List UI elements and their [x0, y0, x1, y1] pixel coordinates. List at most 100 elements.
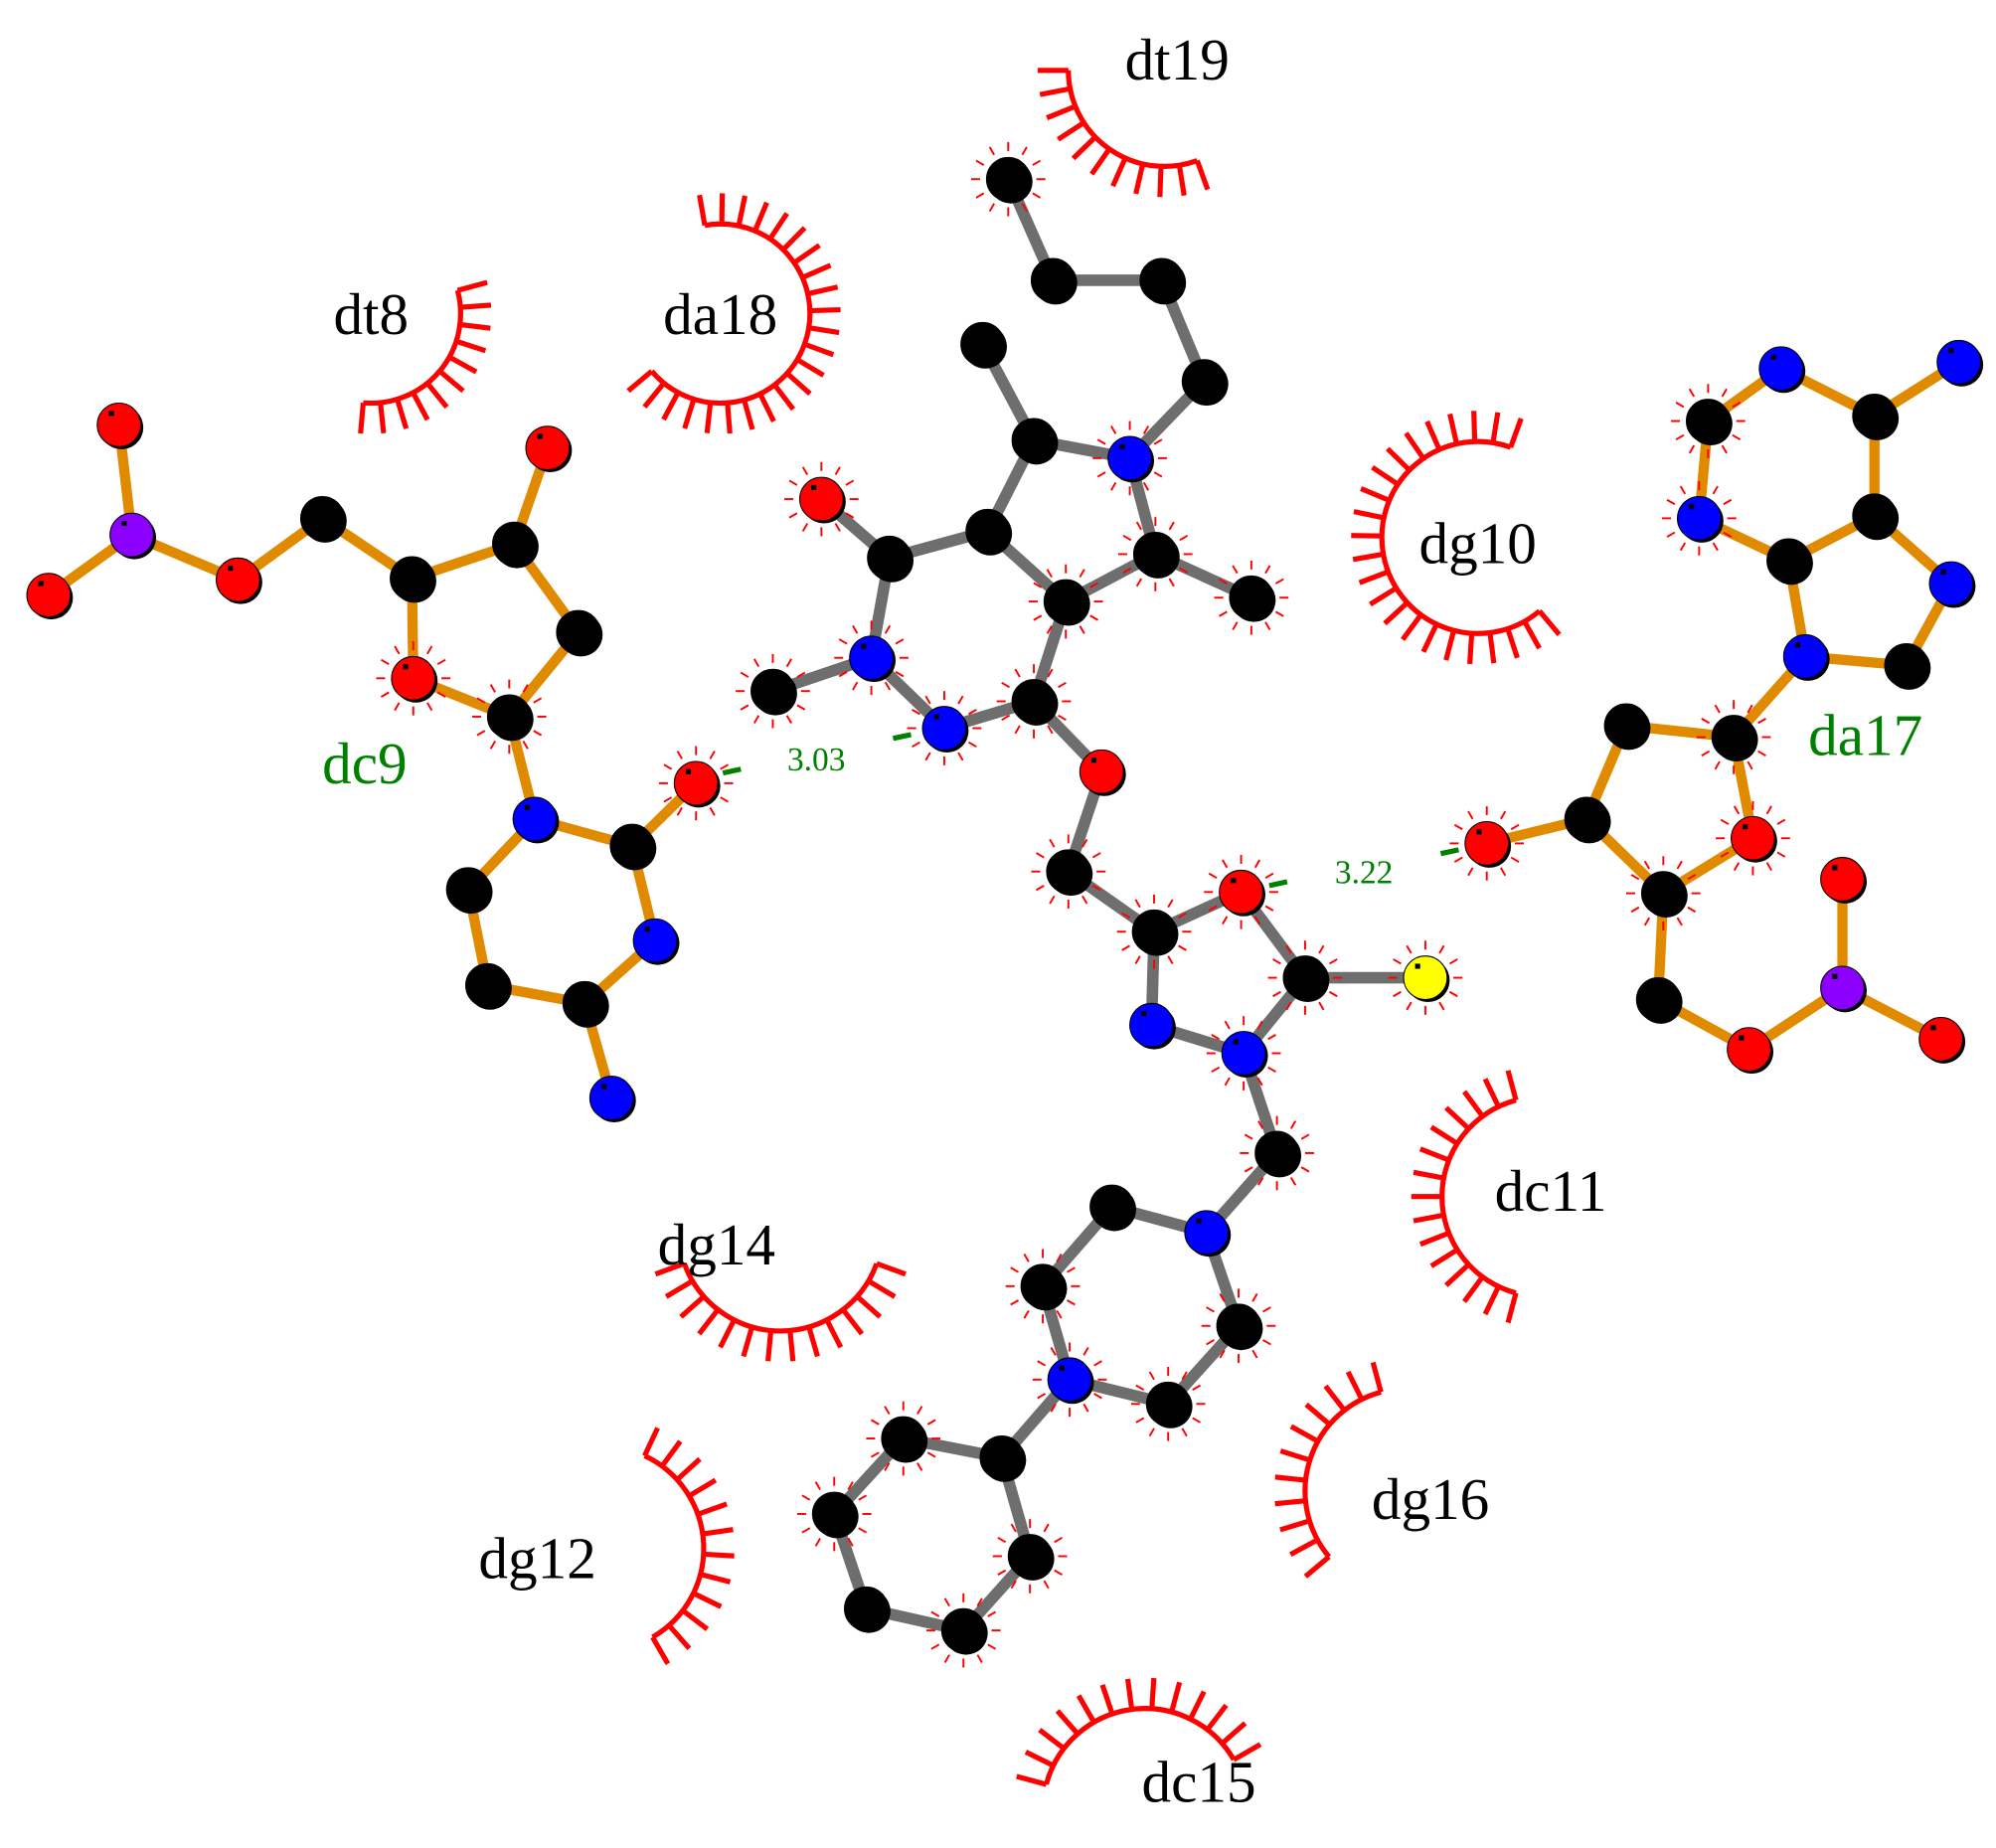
atom-sphere: [1020, 1263, 1066, 1309]
hydrophobic-spoke: [459, 302, 492, 310]
contact-tick: [884, 681, 892, 691]
contact-tick: [1224, 1020, 1231, 1030]
atom-sphere: [1782, 634, 1828, 679]
contact-tick: [1318, 944, 1325, 954]
hydrophobic-spoke: [803, 341, 835, 358]
hydrophobic-contact-dg14: [654, 1260, 907, 1362]
atom-sphere: [849, 635, 894, 681]
contact-tick: [1049, 838, 1056, 848]
atom-nitrogen: [1129, 1002, 1176, 1050]
atom-oxygen: [784, 461, 859, 537]
atom-nitrogen: [512, 796, 560, 844]
hydrophobic-spoke: [1016, 1773, 1048, 1787]
hydrophobic-contacts-layer: [358, 68, 1562, 1787]
contact-tick: [988, 146, 995, 156]
contact-tick: [1765, 805, 1772, 815]
contact-tick: [1253, 916, 1261, 925]
atom-carbon: [796, 1476, 872, 1552]
contact-tick: [1251, 1292, 1258, 1302]
atom-nitrogen: [1092, 420, 1167, 496]
contact-tick: [943, 1597, 950, 1607]
atom-sphere: [109, 512, 154, 558]
contact-tick: [1058, 714, 1067, 721]
atom-sphere: [1089, 1184, 1134, 1230]
atom-carbon: [925, 1593, 1001, 1668]
atom-sphere: [1758, 346, 1804, 392]
hydrophobic-spoke: [358, 402, 366, 434]
contact-tick: [838, 671, 848, 678]
hydrophobic-spoke: [867, 1278, 897, 1299]
atom-oxygen: [1449, 806, 1525, 881]
atom-carbon: [562, 980, 609, 1028]
contact-tick: [1178, 944, 1187, 951]
residue-label-da17: da17: [1808, 703, 1922, 768]
hydrophobic-spoke: [1039, 85, 1072, 97]
atom-sphere: [1676, 495, 1722, 541]
atom-nitrogen: [588, 1076, 636, 1123]
contact-tick: [1688, 388, 1696, 398]
contact-tick: [1091, 885, 1101, 892]
contact-tick: [1262, 1306, 1271, 1313]
contact-tick: [1720, 818, 1730, 825]
contact-tick: [1406, 1001, 1413, 1011]
hbond-distance-label: 3.22: [1335, 854, 1394, 891]
hydrophobic-spoke: [1188, 1690, 1207, 1721]
atom-nitrogen: [907, 691, 982, 765]
contact-tick: [1406, 944, 1413, 954]
hydrophobic-spoke: [1071, 135, 1097, 161]
hydrophobic-spoke: [411, 391, 430, 421]
atom-sphere: [940, 1607, 986, 1653]
atom-sphere: [965, 508, 1011, 554]
contact-tick: [912, 741, 920, 749]
hydrophobic-spoke: [424, 381, 449, 410]
contact-tick: [924, 752, 931, 761]
contact-tick: [1054, 1536, 1063, 1544]
atom-sphere: [1139, 257, 1185, 303]
contact-tick: [1500, 867, 1507, 877]
atom-sphere: [1711, 715, 1756, 759]
contact-tick: [1168, 521, 1175, 531]
contact-tick: [476, 730, 486, 737]
hydrophobic-spoke: [1505, 1292, 1519, 1324]
atom-sphere: [1030, 257, 1076, 303]
atom-carbon: [609, 823, 657, 871]
atom-sphere: [673, 760, 719, 806]
contact-tick: [1714, 760, 1721, 770]
atom-nitrogen: [834, 620, 909, 696]
hydrophobic-spoke: [455, 338, 487, 354]
hydrophobic-spoke: [437, 369, 465, 394]
hydrophobic-spoke: [795, 357, 825, 378]
atom-sphere: [562, 980, 607, 1026]
hydrophobic-spoke: [1462, 1274, 1485, 1303]
contact-tick: [1300, 1133, 1310, 1140]
contact-tick: [1720, 851, 1730, 858]
atom-sphere: [1145, 1381, 1191, 1427]
contact-tick: [394, 702, 401, 712]
atom-sphere: [798, 476, 844, 522]
hydrophobic-spoke: [736, 195, 748, 227]
contact-tick: [740, 704, 749, 711]
atom-highlight: [524, 804, 530, 810]
contact-tick: [1264, 905, 1274, 912]
hydrophobic-spoke: [702, 1527, 734, 1537]
hydrophobic-contact-dc11: [1411, 1070, 1519, 1324]
atom-sphere: [390, 556, 434, 601]
atom-sphere: [1731, 815, 1775, 861]
atom-carbon: [1028, 564, 1103, 639]
atom-oxygen: [26, 573, 74, 620]
hydrogen-bond: 3.03: [722, 732, 913, 778]
contact-tick: [1206, 1339, 1215, 1346]
hydrophobic-spoke: [1444, 1262, 1471, 1287]
atom-oxygen: [525, 425, 573, 473]
contact-tick: [957, 752, 964, 761]
atom-carbon: [1852, 493, 1900, 541]
hydrophobic-spoke: [1352, 551, 1385, 563]
contact-tick: [1776, 851, 1786, 858]
hydrophobic-spoke: [741, 1326, 755, 1358]
atom-carbon: [996, 664, 1072, 739]
hydrophobic-spoke: [841, 1307, 865, 1336]
atom-carbon: [992, 1519, 1068, 1594]
contact-tick: [1453, 856, 1463, 863]
residue-label-dc9: dc9: [322, 731, 407, 796]
